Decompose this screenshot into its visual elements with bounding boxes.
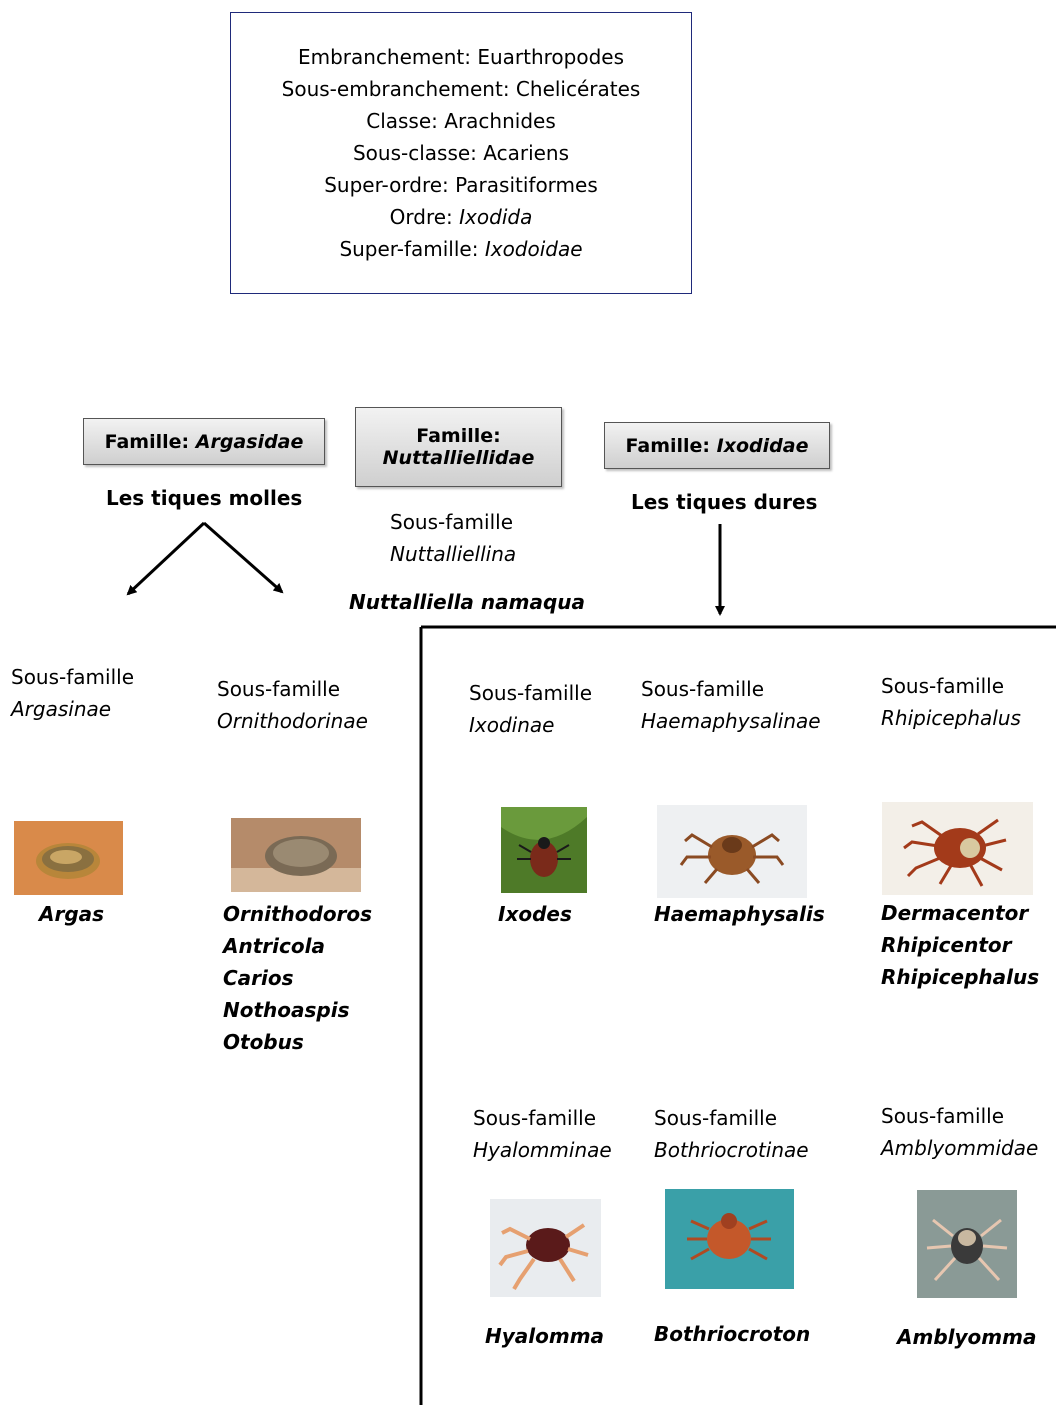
arrow-to-argasinae bbox=[126, 521, 206, 596]
genus-ornithodoros: Ornithodoros bbox=[223, 902, 373, 926]
ixodidae-common-name: Les tiques dures bbox=[631, 490, 818, 514]
genus-antricola: Antricola bbox=[223, 934, 325, 958]
genus-nothoaspis: Nothoaspis bbox=[223, 998, 350, 1022]
genus-amblyomma: Amblyomma bbox=[897, 1325, 1037, 1349]
taxonomy-super-ordre: Super-ordre: Parasitiformes bbox=[324, 173, 598, 197]
genus-hyalomma: Hyalomma bbox=[485, 1324, 605, 1348]
taxonomy-embranchement: Embranchement: Euarthropodes bbox=[297, 45, 625, 69]
genus-carios: Carios bbox=[223, 966, 294, 990]
ixodes-tick-photo bbox=[501, 807, 587, 893]
taxonomy-ordre: Ordre: Ixodida bbox=[389, 205, 533, 229]
rhipicephalus-genera-list: Dermacentor Rhipicentor Rhipicephalus bbox=[881, 897, 1039, 993]
genus-otobus: Otobus bbox=[223, 1030, 304, 1054]
family-nuttalliellidae-box: Famille: Nuttalliellidae bbox=[355, 407, 562, 487]
taxonomy-sous-embranchement: Sous-embranchement: Chelicérates bbox=[281, 77, 641, 101]
taxonomy-super-famille: Super-famille: Ixodoidae bbox=[339, 237, 583, 261]
argasidae-common-name: Les tiques molles bbox=[106, 486, 303, 510]
hyalomma-tick-photo bbox=[490, 1199, 601, 1297]
dermacentor-tick-photo bbox=[882, 802, 1033, 895]
taxonomy-classe: Classe: Arachnides bbox=[366, 109, 556, 133]
arrow-to-ornithodorinae bbox=[203, 521, 284, 594]
nuttalliella-species: Nuttalliella namaqua bbox=[349, 590, 586, 614]
genus-haemaphysalis: Haemaphysalis bbox=[654, 902, 825, 926]
genus-rhipicephalus: Rhipicephalus bbox=[881, 965, 1040, 989]
genus-ixodes: Ixodes bbox=[498, 902, 572, 926]
family-argasidae-box: Famille: Argasidae bbox=[83, 418, 325, 465]
genus-rhipicentor: Rhipicentor bbox=[881, 933, 1012, 957]
taxonomy-sous-classe: Sous-classe: Acariens bbox=[352, 141, 570, 165]
genus-bothriocroton: Bothriocroton bbox=[654, 1322, 811, 1346]
family-ixodidae-box: Famille: Ixodidae bbox=[604, 422, 830, 469]
genus-dermacentor: Dermacentor bbox=[881, 901, 1029, 925]
bothriocroton-tick-photo bbox=[665, 1189, 794, 1289]
argas-tick-photo bbox=[14, 821, 123, 895]
ornithodorinae-genera-list: Ornithodoros Antricola Carios Nothoaspis… bbox=[223, 898, 372, 1058]
haemaphysalis-tick-photo bbox=[657, 805, 807, 898]
ornithodoros-tick-photo bbox=[231, 818, 361, 892]
genus-argas: Argas bbox=[39, 902, 105, 926]
nuttalliellina-subfamily: Sous-famille Nuttalliellina bbox=[390, 510, 517, 566]
taxonomy-box: Embranchement: Euarthropodes Sous-embran… bbox=[230, 12, 692, 294]
amblyomma-tick-photo bbox=[917, 1190, 1017, 1298]
